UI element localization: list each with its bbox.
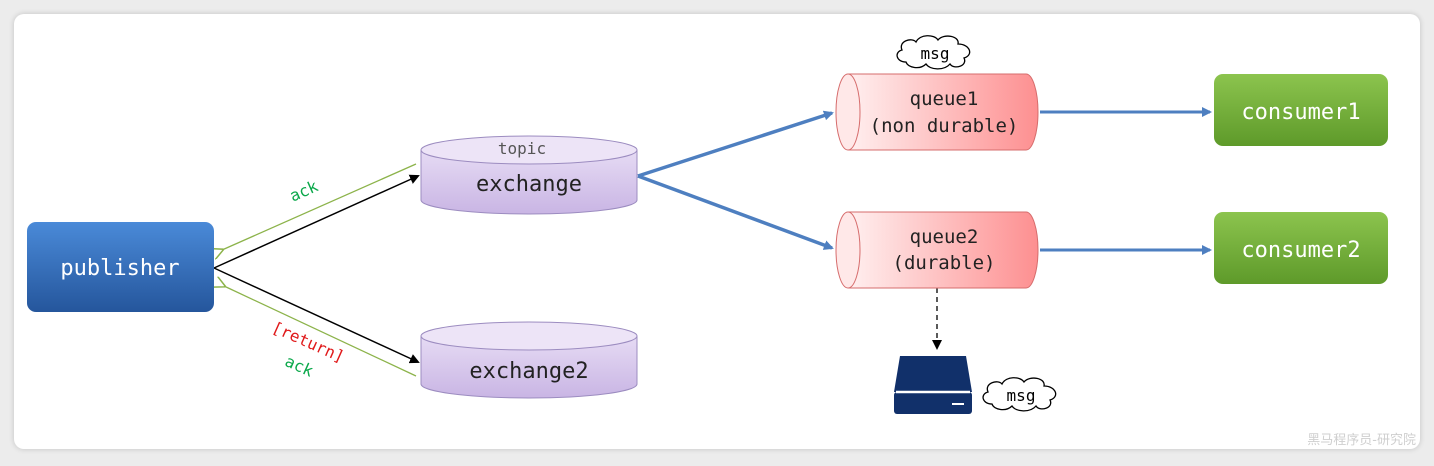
queue1-node: queue1 (non durable) xyxy=(835,73,1039,151)
queue1-name: queue1 xyxy=(910,88,979,110)
ack-from-exchange-arrow xyxy=(222,163,417,250)
disk-icon xyxy=(894,356,972,414)
publisher-label: publisher xyxy=(60,256,179,281)
msg-cloud-disk-label: msg xyxy=(1007,386,1036,405)
consumer2-node: consumer2 xyxy=(1214,212,1388,284)
exchange2-node: exchange2 xyxy=(420,321,638,399)
ack-bottom-label: ack xyxy=(282,351,316,380)
queue2-durability: (durable) xyxy=(893,252,996,274)
exchange-to-queue2-arrow xyxy=(637,174,834,250)
ack-from-exchange2-arrow xyxy=(224,286,417,377)
queue2-name: queue2 xyxy=(910,226,979,248)
exchange-label: exchange xyxy=(476,172,582,197)
diagram-card xyxy=(14,14,1420,449)
exchange-to-queue1-arrow xyxy=(637,110,834,178)
exchange-node: topic exchange xyxy=(420,135,638,215)
publisher-node: publisher xyxy=(27,222,214,312)
queue2-node: queue2 (durable) xyxy=(835,211,1039,289)
ack-top-label: ack xyxy=(287,176,321,205)
publisher-to-exchange-arrow xyxy=(213,174,420,269)
msg-cloud-top: msg xyxy=(896,35,971,70)
consumer1-node: consumer1 xyxy=(1214,74,1388,146)
watermark: 黑马程序员-研究院 xyxy=(1307,433,1416,448)
exchange2-label: exchange2 xyxy=(469,359,588,384)
msg-cloud-top-label: msg xyxy=(921,44,950,63)
consumer1-label: consumer1 xyxy=(1241,100,1360,125)
publisher-to-exchange2-arrow xyxy=(213,267,420,364)
queue1-durability: (non durable) xyxy=(870,115,1019,137)
msg-cloud-disk: msg xyxy=(982,377,1057,412)
consumer2-label: consumer2 xyxy=(1241,238,1360,263)
exchange-type-label: topic xyxy=(498,139,546,158)
